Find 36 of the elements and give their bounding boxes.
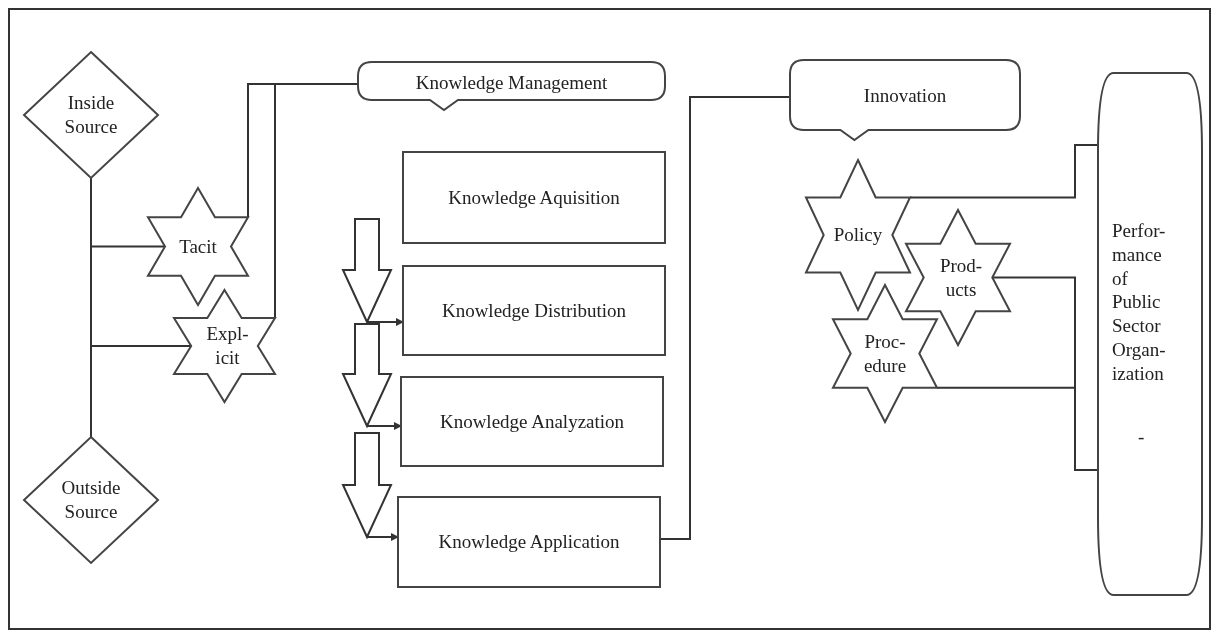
star-shape xyxy=(833,285,937,422)
node-text: Knowledge Management xyxy=(414,71,609,95)
node-text: Knowledge Application xyxy=(437,530,621,554)
connector-line xyxy=(936,386,1099,471)
block-arrow xyxy=(341,432,399,541)
rounded-column-box xyxy=(1098,73,1202,595)
process-box xyxy=(398,497,660,587)
node-text: Policy xyxy=(832,223,884,247)
node-text: Prod- ucts xyxy=(938,253,984,302)
block-arrow xyxy=(341,218,404,326)
connector-line xyxy=(274,83,359,319)
decision-diamond xyxy=(24,52,158,178)
node-text: - xyxy=(1138,425,1146,449)
node-text: Inside Source xyxy=(63,91,119,139)
block-arrow xyxy=(341,323,402,430)
star-shape xyxy=(148,188,248,305)
star-shape xyxy=(174,290,275,402)
star-shape xyxy=(806,160,910,310)
node-text: Innovation xyxy=(862,84,948,108)
node-text: Proc- edure xyxy=(862,329,908,378)
connector-line xyxy=(90,177,193,347)
node-text: Knowledge Analyzation xyxy=(438,409,626,434)
process-box xyxy=(403,266,665,355)
node-text: Perfor- mance of Public Sector Organ- ization xyxy=(1112,219,1167,386)
node-text: Expl- icit xyxy=(205,322,250,370)
node-text: Tacit xyxy=(178,234,218,259)
decision-diamond xyxy=(24,437,158,563)
node-text: Outside Source xyxy=(60,476,122,524)
process-box xyxy=(401,377,663,466)
process-box xyxy=(403,152,665,243)
connector-line xyxy=(909,144,1099,199)
star-shape xyxy=(906,210,1010,345)
node-text: Knowledge Aquisition xyxy=(447,185,621,210)
node-text: Knowledge Distribution xyxy=(440,298,628,323)
callout-box xyxy=(358,62,665,110)
callout-box xyxy=(790,60,1020,140)
